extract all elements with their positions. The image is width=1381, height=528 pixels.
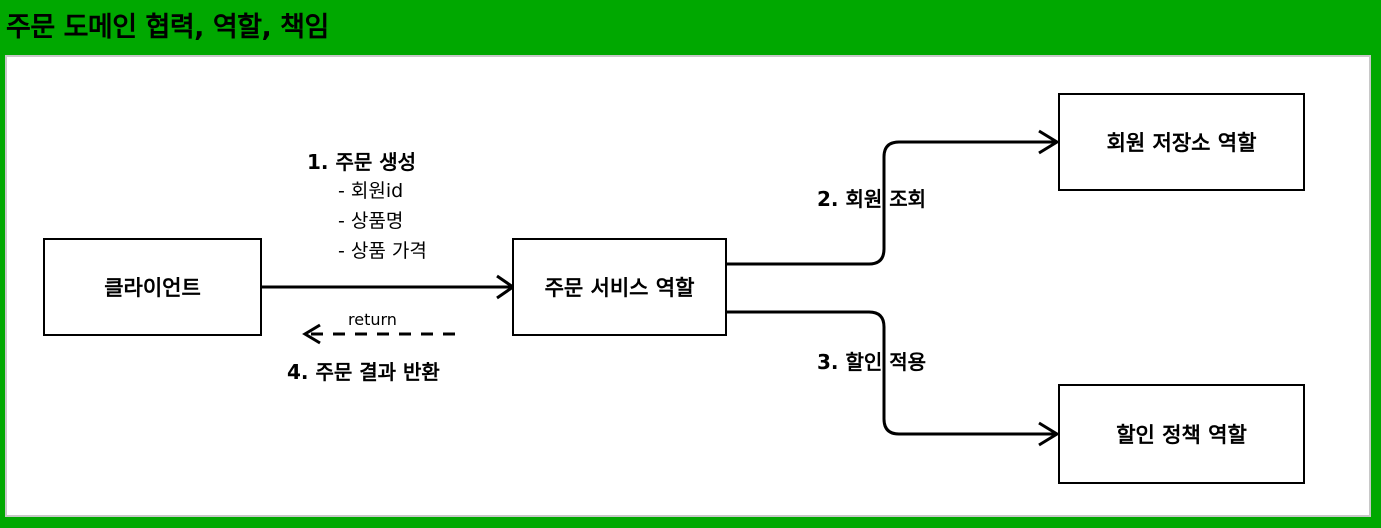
connectors [262,129,1060,447]
member-repo-node-label: 회원 저장소 역할 [1106,131,1257,155]
return-note: return [348,310,397,329]
client-node-label: 클라이언트 [104,276,201,300]
apply-discount-label: 3. 할인 적용 [817,350,927,374]
arrow-member-lookup [727,129,1060,266]
order-service-node-label: 주문 서비스 역할 [544,276,695,300]
create-order-label: 1. 주문 생성 [307,150,417,174]
create-order-details: - 회원id - 상품명 - 상품 가격 [338,176,427,266]
client-node: 클라이언트 [43,238,262,336]
arrow-return-head [302,323,321,345]
detail-product-name: - 상품명 [338,210,404,232]
detail-member-id: - 회원id [338,180,404,202]
order-service-node: 주문 서비스 역할 [512,238,727,336]
detail-product-price: - 상품 가격 [338,240,427,262]
discount-policy-node-label: 할인 정책 역할 [1116,423,1247,447]
diagram-canvas: 클라이언트 주문 서비스 역할 회원 저장소 역할 할인 정책 역할 1. 주문… [5,55,1371,517]
discount-policy-node: 할인 정책 역할 [1058,384,1305,484]
member-repo-node: 회원 저장소 역할 [1058,93,1305,191]
arrow-apply-discount [727,310,1060,447]
page-title: 주문 도메인 협력, 역할, 책임 [6,12,329,43]
arrow-create-order [262,274,516,300]
return-result-label: 4. 주문 결과 반환 [287,360,440,384]
member-lookup-label: 2. 회원 조회 [817,187,927,211]
